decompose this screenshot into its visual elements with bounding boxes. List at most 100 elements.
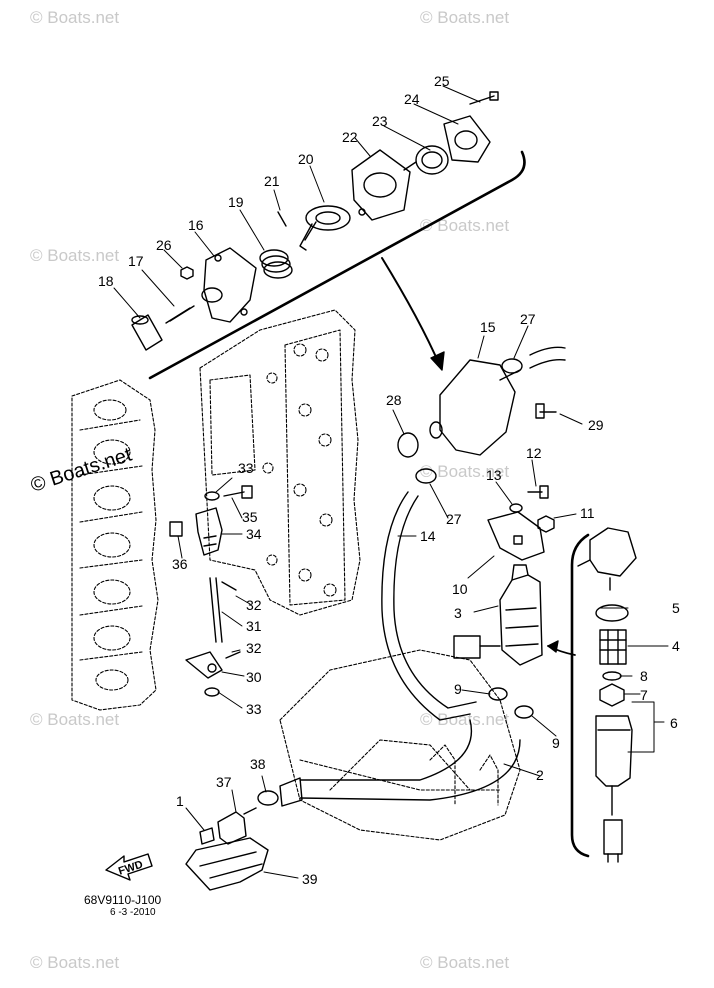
watermark: © Boats.net: [420, 462, 510, 481]
part-34-fitting: [195, 507, 223, 556]
callout-8: 8: [640, 668, 648, 684]
callout-10: 10: [452, 581, 468, 597]
callout-16: 16: [188, 217, 204, 233]
part-3-fuel-filter: [499, 564, 543, 666]
callout-11: 11: [580, 505, 595, 521]
callout-34: 34: [246, 526, 262, 542]
callout-14: 14: [420, 528, 436, 544]
part-17-spring: [165, 305, 195, 324]
callout-9-right: 9: [552, 735, 560, 751]
part-20-diaphragm: [299, 205, 351, 251]
callout-20: 20: [298, 151, 314, 167]
part-7-nut: [599, 683, 625, 707]
upper-group-bracket: [148, 150, 526, 380]
callout-33-top: 33: [238, 460, 254, 476]
callout-13: 13: [486, 467, 502, 483]
callout-27-bottom: 27: [446, 511, 462, 527]
callout-17: 17: [128, 253, 144, 269]
part-26-nut: [180, 266, 194, 280]
part-33-washer-top: [204, 491, 220, 501]
callout-31: 31: [246, 618, 262, 634]
watermark: © Boats.net: [30, 8, 120, 27]
watermark: © Boats.net: [420, 216, 510, 235]
part-21-pin: [277, 211, 287, 227]
watermark: © Boats.net: [420, 710, 510, 729]
part-15-fuel-pump: [429, 359, 521, 456]
callout-38: 38: [250, 756, 266, 772]
callout-6: 6: [670, 715, 678, 731]
callout-4: 4: [672, 638, 680, 654]
callout-22: 22: [342, 129, 358, 145]
part-6-filter-cup: [595, 715, 633, 863]
part-31-rod: [209, 577, 223, 643]
callout-32-bottom: 32: [246, 640, 262, 656]
callout-27-top: 27: [520, 311, 536, 327]
callout-36: 36: [172, 556, 188, 572]
upper-group-arrowhead: [430, 351, 445, 371]
callout-12: 12: [526, 445, 542, 461]
diagram-date: 6 -3 -2010: [110, 907, 156, 918]
callout-24: 24: [404, 91, 420, 107]
right-group-arrowhead: [547, 640, 559, 653]
fwd-arrow: [105, 853, 153, 881]
callout-30: 30: [246, 669, 262, 685]
callout-18: 18: [98, 273, 114, 289]
callout-33-bottom: 33: [246, 701, 262, 717]
engine-lower-base: [279, 649, 521, 841]
callout-39: 39: [302, 871, 318, 887]
part-24-cap: [443, 115, 491, 163]
part-27-clamp-top: [501, 358, 523, 374]
watermark: © Boats.net: [30, 246, 120, 265]
leader-lines: [113, 85, 669, 879]
right-group-bracket: [570, 533, 590, 858]
callout-21: 21: [264, 173, 280, 189]
part-2-hose-end: [279, 777, 303, 807]
watermark: © Boats.net: [30, 710, 120, 729]
part-19-spring: [259, 249, 293, 279]
part-35-bolt: [223, 485, 253, 499]
watermark: © Boats.net: [30, 953, 120, 972]
part-32-pin-bottom: [225, 651, 241, 659]
part-5-o-ring: [595, 604, 629, 622]
part-32-pin-top: [221, 581, 237, 591]
callout-5: 5: [672, 600, 680, 616]
upper-group-arrow-line: [381, 257, 441, 367]
callout-29: 29: [588, 417, 604, 433]
part-9-clamp-right: [514, 705, 534, 719]
cylinder-block-left: [71, 379, 159, 711]
callout-7: 7: [640, 687, 648, 703]
part-27-clamp-lower: [415, 468, 437, 484]
part-10-bracket: [487, 511, 545, 561]
part-22-pump-cover: [351, 149, 417, 221]
part-30-link: [185, 651, 223, 679]
callout-labels: 1 2 3 4 5 6 7 8 9 9 10 11 12 13 14 15 16…: [98, 73, 680, 887]
filter-head: [577, 527, 637, 591]
part-36-nipple: [169, 521, 183, 537]
part-1-fitting: [199, 827, 215, 845]
part-39-cover: [185, 837, 269, 891]
callout-37: 37: [216, 774, 232, 790]
part-2-hose: [299, 719, 472, 781]
callout-15: 15: [480, 319, 496, 335]
part-18-cylinder: [131, 314, 163, 351]
part-8-ring: [602, 671, 622, 681]
part-11-nut: [537, 515, 555, 533]
part-14-hose: [381, 491, 471, 721]
callout-32-top: 32: [246, 597, 262, 613]
part-29-bolt: [535, 403, 557, 419]
callout-35: 35: [242, 509, 258, 525]
part-14-hose-inner: [393, 495, 477, 709]
watermark: © Boats.net: [420, 953, 510, 972]
callout-3: 3: [454, 605, 462, 621]
hose-top-right-2: [529, 358, 566, 369]
callout-1: 1: [176, 793, 184, 809]
callout-28: 28: [386, 392, 402, 408]
cylinder-head-center: [199, 309, 361, 616]
callout-23: 23: [372, 113, 388, 129]
callout-9-left: 9: [454, 681, 462, 697]
part-28-o-ring: [397, 432, 419, 458]
part-25-screw: [469, 91, 499, 105]
part-33-washer-bottom: [204, 687, 220, 697]
callout-2: 2: [536, 767, 544, 783]
part-4-filter-element: [599, 629, 627, 665]
